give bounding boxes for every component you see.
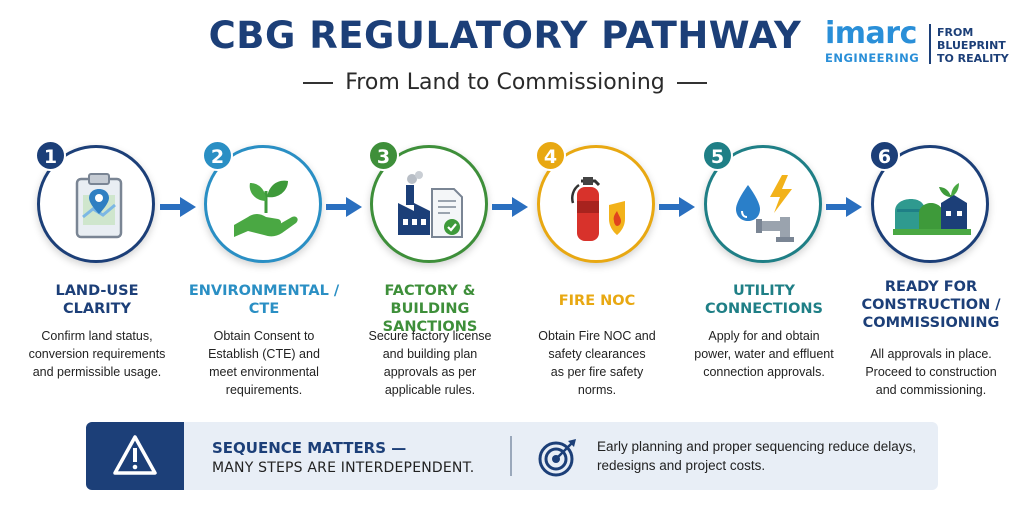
step-4-desc-line1: Obtain Fire NOC and	[538, 329, 656, 343]
step-6-desc-line2: Proceed to construction	[865, 365, 997, 379]
step-3-title-line2: BUILDING SANCTIONS	[382, 301, 478, 335]
step-3-description: Secure factory license and building plan…	[345, 327, 515, 399]
step-3-title: FACTORY & BUILDING SANCTIONS	[350, 282, 510, 336]
step-4-number: 4	[535, 140, 566, 171]
clipboard-map-icon	[75, 173, 123, 239]
step-4-title-line1: FIRE NOC	[558, 293, 636, 309]
step-4-desc-line3: as per fire safety	[550, 365, 644, 379]
water-power-pipe-icon	[736, 175, 794, 242]
target-icon	[538, 439, 576, 477]
arrow-2-to-3	[326, 197, 362, 217]
fire-extinguisher-icon	[571, 177, 625, 241]
page-subtitle: From Land to Commissioning	[345, 70, 665, 95]
step-3-desc-line3: approvals as per	[383, 365, 477, 379]
logo-division: ENGINEERING	[825, 51, 920, 65]
step-6-title-line2: CONSTRUCTION /	[861, 297, 1001, 313]
step-4-desc-line2: safety clearances	[548, 347, 646, 361]
step-5-desc-line2: power, water and effluent	[694, 347, 834, 361]
logo-brand: imarc	[825, 16, 917, 51]
sequence-banner: SEQUENCE MATTERS — MANY STEPS ARE INTERD…	[86, 422, 938, 490]
page-title: CBG REGULATORY PATHWAY	[208, 14, 802, 57]
logo-tagline-line1: FROM	[937, 26, 974, 39]
step-1-title-line2: CLARITY	[62, 301, 132, 317]
step-3-desc-line4: applicable rules.	[384, 383, 476, 397]
step-2-desc-line2: Establish (CTE) and	[208, 347, 320, 361]
step-1-description: Confirm land status, conversion requirem…	[12, 327, 182, 381]
step-2-title: ENVIRONMENTAL / CTE	[184, 282, 344, 318]
step-2-desc-line3: meet environmental	[209, 365, 319, 379]
banner-divider	[510, 436, 512, 476]
step-6-title-line3: COMMISSIONING	[862, 315, 1000, 331]
subtitle-row: From Land to Commissioning	[0, 70, 1010, 95]
step-5-number: 5	[702, 140, 733, 171]
step-6-number: 6	[869, 140, 900, 171]
step-6-desc-line3: and commissioning.	[875, 383, 987, 397]
logo-tagline-line2: BLUEPRINT	[937, 39, 1006, 52]
step-1-desc-line2: conversion requirements	[28, 347, 166, 361]
step-4-circle	[537, 145, 655, 263]
step-3-desc-line1: Secure factory license	[368, 329, 492, 343]
factory-document-icon	[398, 171, 463, 238]
logo-divider	[929, 24, 931, 64]
subtitle-dash-left	[303, 81, 334, 84]
step-4-description: Obtain Fire NOC and safety clearances as…	[512, 327, 682, 399]
banner-text: Early planning and proper sequencing red…	[597, 439, 916, 473]
step-2-desc-line4: requirements.	[225, 383, 303, 397]
step-6-description: All approvals in place. Proceed to const…	[846, 345, 1016, 399]
banner-warning-panel	[86, 422, 184, 490]
step-5-desc-line1: Apply for and obtain	[708, 329, 820, 343]
step-1-title: LAND-USE CLARITY	[17, 282, 177, 318]
banner-subheading: MANY STEPS ARE INTERDEPENDENT.	[212, 460, 475, 476]
imarc-logo: imarc ENGINEERING FROM BLUEPRINT TO REAL…	[825, 16, 1015, 66]
logo-tagline-line3: TO REALITY	[937, 52, 1009, 65]
step-5-title: UTILITY CONNECTIONS	[684, 282, 844, 318]
step-1-number: 1	[35, 140, 66, 171]
step-3-desc-line2: and building plan	[382, 347, 478, 361]
step-5-description: Apply for and obtain power, water and ef…	[679, 327, 849, 381]
step-2-description: Obtain Consent to Establish (CTE) and me…	[179, 327, 349, 399]
step-1-title-line1: LAND-USE	[55, 283, 139, 299]
step-1-desc-line1: Confirm land status,	[41, 329, 153, 343]
arrow-1-to-2	[160, 197, 196, 217]
step-6-desc-line1: All approvals in place.	[870, 347, 992, 361]
step-2-desc-line1: Obtain Consent to	[213, 329, 315, 343]
step-2-title-line2: CTE	[248, 301, 280, 317]
step-3-number: 3	[368, 140, 399, 171]
hand-plant-icon	[234, 180, 298, 237]
step-4-title: FIRE NOC	[517, 292, 677, 310]
step-5-desc-line3: connection approvals.	[703, 365, 825, 379]
arrow-4-to-5	[659, 197, 695, 217]
step-6-title-line1: READY FOR	[884, 279, 978, 295]
arrow-3-to-4	[492, 197, 528, 217]
subtitle-dash-right	[676, 81, 707, 84]
warning-icon	[113, 435, 157, 475]
step-6-title: READY FOR CONSTRUCTION / COMMISSIONING	[851, 278, 1011, 332]
step-2-circle	[204, 145, 322, 263]
step-1-desc-line3: and permissible usage.	[32, 365, 162, 379]
plant-facility-icon	[893, 183, 971, 235]
step-5-title-line2: CONNECTIONS	[705, 301, 823, 317]
logo-tagline: FROM BLUEPRINT TO REALITY	[937, 26, 1009, 65]
step-5-title-line1: UTILITY	[732, 283, 796, 299]
step-3-title-line1: FACTORY &	[384, 283, 476, 299]
step-2-number: 2	[202, 140, 233, 171]
step-4-desc-line4: norms.	[577, 383, 617, 397]
banner-heading: SEQUENCE MATTERS —	[212, 439, 407, 457]
step-2-title-line1: ENVIRONMENTAL /	[188, 283, 340, 299]
arrow-5-to-6	[826, 197, 862, 217]
